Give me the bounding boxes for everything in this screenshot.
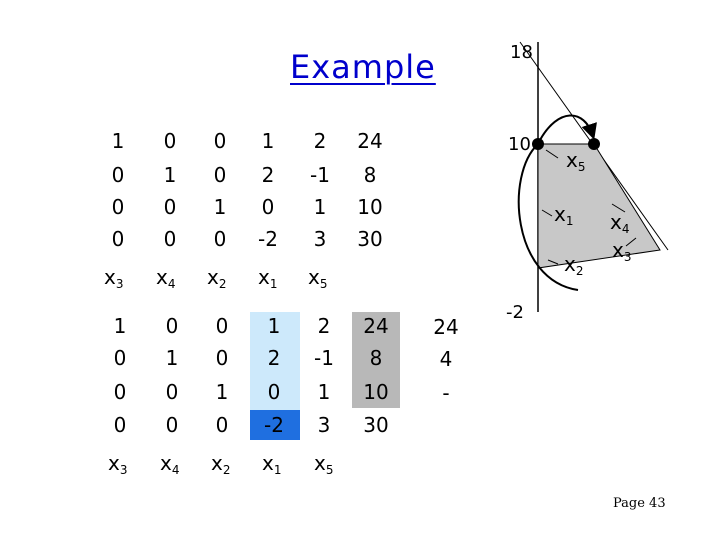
- axis-label: 10: [508, 134, 531, 155]
- table-cell: 1: [163, 163, 177, 187]
- axis-label: -2: [506, 302, 524, 323]
- table-cell: 3: [317, 413, 331, 437]
- table-cell: 0: [213, 227, 227, 251]
- pivot-cell-highlight: [250, 410, 300, 440]
- table-cell: 24: [357, 129, 383, 153]
- table-cell: 0: [113, 346, 127, 370]
- table-cell: 2: [261, 163, 275, 187]
- basis-label: x1: [262, 451, 282, 477]
- arrow: [547, 259, 559, 265]
- table-cell: 0: [215, 346, 229, 370]
- table-cell: 0: [213, 163, 227, 187]
- ratio-value: 4: [439, 347, 453, 371]
- table-cell: 1: [215, 380, 229, 404]
- basis-label: x2: [211, 451, 231, 477]
- arrow: [545, 149, 559, 159]
- table-cell: 10: [363, 380, 389, 404]
- arrow: [541, 209, 553, 217]
- table-cell: 0: [165, 413, 179, 437]
- vertex-point: [532, 138, 544, 150]
- table-cell: 2: [317, 314, 331, 338]
- table-cell: 0: [163, 195, 177, 219]
- table-cell: 3: [313, 227, 327, 251]
- table-cell: 0: [261, 195, 275, 219]
- rhs-column-highlight: [352, 312, 400, 408]
- table-cell: 0: [213, 129, 227, 153]
- vertex-label: x1: [554, 202, 574, 228]
- basis-label: x1: [258, 265, 278, 291]
- table-cell: -1: [310, 163, 330, 187]
- page-number: Page 43: [613, 496, 666, 511]
- vertex-label: x4: [610, 210, 630, 236]
- table-cell: 0: [113, 380, 127, 404]
- table-cell: 2: [267, 346, 281, 370]
- pivot-path-curve: [517, 143, 579, 291]
- table-cell: 0: [163, 129, 177, 153]
- arrow: [625, 237, 637, 247]
- basis-label: x5: [308, 265, 328, 291]
- ratio-value: -: [442, 381, 450, 405]
- table-cell: 8: [363, 163, 377, 187]
- table-cell: -2: [264, 413, 284, 437]
- table-cell: 1: [261, 129, 275, 153]
- table-cell: 0: [111, 163, 125, 187]
- axis-label: 18: [510, 42, 533, 63]
- table-cell: 24: [363, 314, 389, 338]
- table-cell: 1: [113, 314, 127, 338]
- table-cell: -1: [314, 346, 334, 370]
- basis-label: x5: [314, 451, 334, 477]
- table-cell: 30: [357, 227, 383, 251]
- table-cell: -2: [258, 227, 278, 251]
- table-cell: 1: [213, 195, 227, 219]
- feasible-region: [537, 143, 661, 269]
- vertex-label: x3: [612, 238, 632, 264]
- table-cell: 1: [165, 346, 179, 370]
- table-cell: 10: [357, 195, 383, 219]
- table-cell: 8: [369, 346, 383, 370]
- arrow: [611, 203, 626, 213]
- table-cell: 2: [313, 129, 327, 153]
- table-cell: 0: [267, 380, 281, 404]
- basis-label: x4: [160, 451, 180, 477]
- table-cell: 0: [163, 227, 177, 251]
- vertex-label: x2: [564, 252, 584, 278]
- table-cell: 0: [215, 314, 229, 338]
- basis-label: x2: [207, 265, 227, 291]
- basis-label: x3: [108, 451, 128, 477]
- slide-title: Example: [290, 48, 436, 86]
- table-cell: 0: [165, 314, 179, 338]
- table-cell: 0: [113, 413, 127, 437]
- vertex-point: [588, 138, 600, 150]
- pivot-path-arrow: [539, 114, 597, 141]
- table-cell: 0: [165, 380, 179, 404]
- table-cell: 1: [317, 380, 331, 404]
- table-cell: 0: [111, 227, 125, 251]
- ratio-value: 24: [433, 315, 459, 339]
- table-cell: 1: [313, 195, 327, 219]
- table-cell: 0: [111, 195, 125, 219]
- vertex-label: x5: [566, 148, 586, 174]
- basis-label: x3: [104, 265, 124, 291]
- table-cell: 0: [215, 413, 229, 437]
- table-cell: 1: [267, 314, 281, 338]
- table-cell: 1: [111, 129, 125, 153]
- basis-label: x4: [156, 265, 176, 291]
- table-cell: 30: [363, 413, 389, 437]
